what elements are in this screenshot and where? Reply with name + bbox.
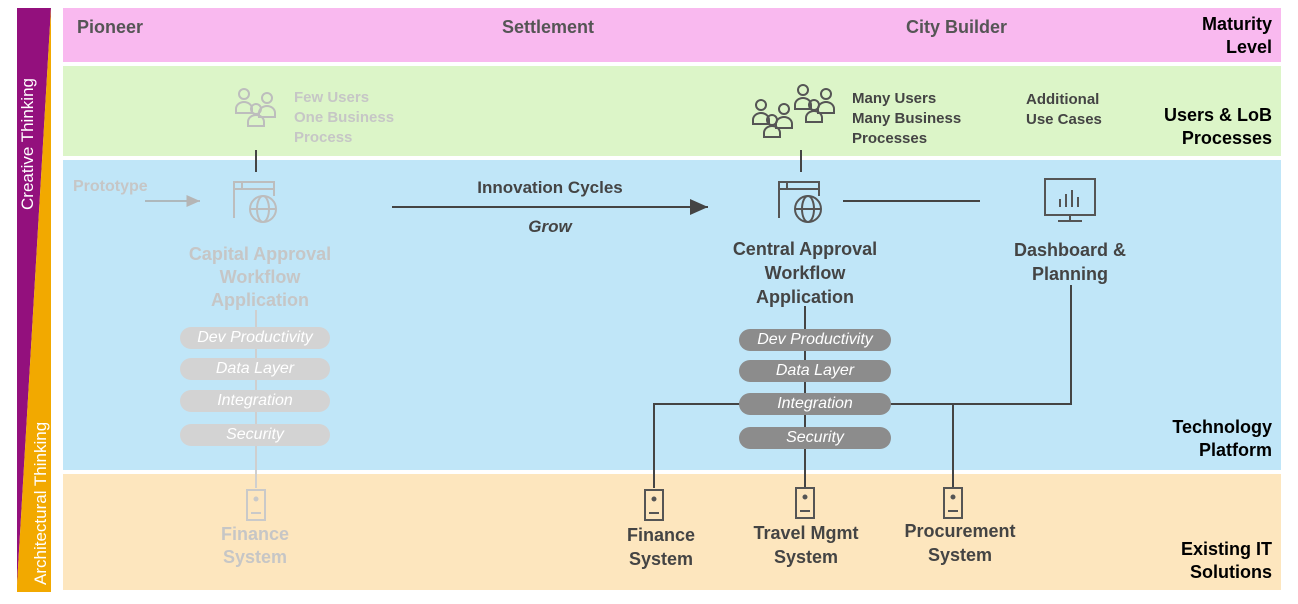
pioneer-label: Pioneer bbox=[77, 17, 144, 37]
web-app-icon-left bbox=[233, 181, 277, 223]
maturity-level-label: Maturity Level bbox=[1201, 14, 1272, 57]
server-icon-procurement bbox=[943, 487, 963, 519]
pill-security-right: Security bbox=[739, 427, 891, 449]
prototype-label: Prototype bbox=[73, 178, 148, 195]
users-lob-label: Users & LoB Processes bbox=[1163, 105, 1272, 148]
pill-security-left: Security bbox=[180, 424, 330, 446]
pill-data-layer-left: Data Layer bbox=[180, 358, 330, 380]
server-icon-travel bbox=[795, 487, 815, 519]
technology-platform-label: Technology Platform bbox=[1172, 417, 1272, 460]
few-users-text: Few Users One Business Process bbox=[294, 89, 395, 146]
finance-system: Finance System bbox=[626, 525, 696, 569]
server-icon-finance bbox=[644, 489, 664, 521]
dashboard-planning-title: Dashboard & Planning bbox=[1013, 240, 1127, 284]
finance-system-left: Finance System bbox=[220, 524, 290, 567]
city-builder-label: City Builder bbox=[906, 17, 1008, 37]
additional-use-cases: Additional Use Cases bbox=[1026, 91, 1102, 128]
central-approval-app-title: Central Approval Workflow Application bbox=[732, 239, 878, 307]
architectural-thinking-bar bbox=[17, 8, 51, 592]
maturity-band bbox=[63, 8, 1281, 62]
integration-bus bbox=[653, 285, 1072, 488]
procurement-system: Procurement System bbox=[904, 521, 1016, 565]
settlement-label: Settlement bbox=[502, 17, 595, 37]
dashboard-icon bbox=[1044, 178, 1096, 222]
many-users-text: Many Users Many Business Processes bbox=[852, 90, 962, 147]
users-band bbox=[63, 66, 1281, 156]
many-users-icon bbox=[752, 84, 835, 138]
grow-label: Grow bbox=[528, 217, 572, 236]
travel-mgmt-system: Travel Mgmt System bbox=[753, 523, 859, 567]
pill-integration-right: Integration bbox=[739, 393, 891, 415]
existing-it-label: Existing IT Solutions bbox=[1180, 539, 1272, 582]
pill-dev-productivity-left: Dev Productivity bbox=[180, 327, 330, 349]
innovation-cycles-label: Innovation Cycles bbox=[477, 178, 623, 197]
pill-dev-productivity-right: Dev Productivity bbox=[739, 329, 891, 351]
pill-integration-left: Integration bbox=[180, 390, 330, 412]
web-app-icon-right bbox=[778, 181, 822, 223]
pill-data-layer-right: Data Layer bbox=[739, 360, 891, 382]
server-icon-left-finance bbox=[246, 489, 266, 521]
capital-approval-app-title: Capital Approval Workflow Application bbox=[188, 244, 332, 310]
few-users-icon bbox=[235, 88, 276, 127]
